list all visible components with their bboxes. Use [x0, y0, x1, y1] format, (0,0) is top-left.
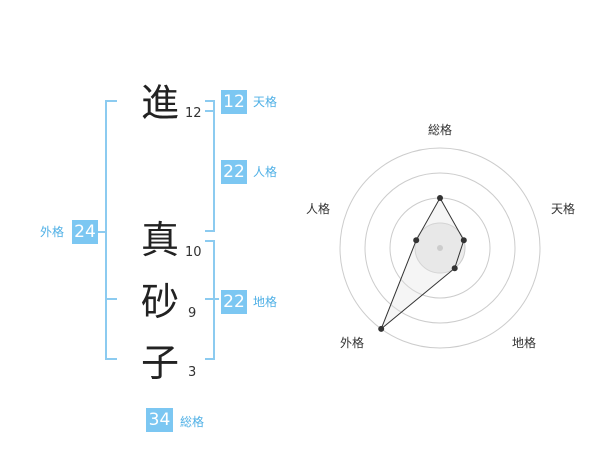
radar-axis-label-tenkaku: 天格: [551, 201, 575, 216]
radar-point-2: [460, 237, 467, 244]
given-char-3-strokes: 3: [188, 365, 197, 380]
given-char-1-strokes: 10: [185, 245, 202, 260]
gaikaku-bracket-stub: [97, 231, 105, 233]
tenkaku-label: 天格: [253, 95, 278, 109]
radar-shape: [380, 196, 465, 330]
given-char-1: 真: [141, 218, 180, 262]
jinkaku-label: 人格: [253, 165, 278, 179]
radar-point-1: [437, 195, 443, 201]
gaikaku-badge: 24: [72, 220, 98, 244]
given-char-3: 子: [141, 341, 180, 385]
chikaku-badge: 22: [221, 290, 247, 314]
radar-axis-label-gaikaku: 外格: [340, 335, 364, 350]
soukaku-badge: 34: [146, 408, 173, 432]
jinkaku-badge: 22: [221, 160, 247, 184]
surname-char-1: 進: [141, 81, 180, 125]
gaikaku-label: 外格: [40, 225, 65, 239]
soukaku-label: 総格: [180, 415, 205, 429]
radar-points: [378, 195, 467, 332]
gaikaku-bracket: [105, 100, 117, 360]
chikaku-connector: [205, 298, 219, 300]
radar-ring: [339, 147, 541, 349]
radar-center-dot: [437, 245, 443, 251]
jinkaku-bracket: [205, 110, 215, 232]
radar-polygon: [380, 196, 465, 330]
radar-point-5: [413, 237, 420, 244]
given-char-2: 砂: [141, 280, 180, 324]
chikaku-bracket: [205, 240, 215, 360]
gaikaku-bracket-tick: [105, 298, 117, 300]
radar-point-4: [378, 325, 385, 332]
radar-point-3: [451, 265, 458, 272]
given-char-2-strokes: 9: [188, 306, 197, 321]
surname-char-1-strokes: 12: [185, 106, 202, 121]
radar-ring: [364, 172, 516, 324]
chikaku-label: 地格: [253, 295, 278, 309]
radar-axis-label-soukaku: 総格: [428, 122, 452, 137]
radar-axis-label-jinkaku: 人格: [306, 201, 330, 216]
radar-axis-label-chikaku: 地格: [512, 335, 536, 350]
tenkaku-badge: 12: [221, 90, 247, 114]
